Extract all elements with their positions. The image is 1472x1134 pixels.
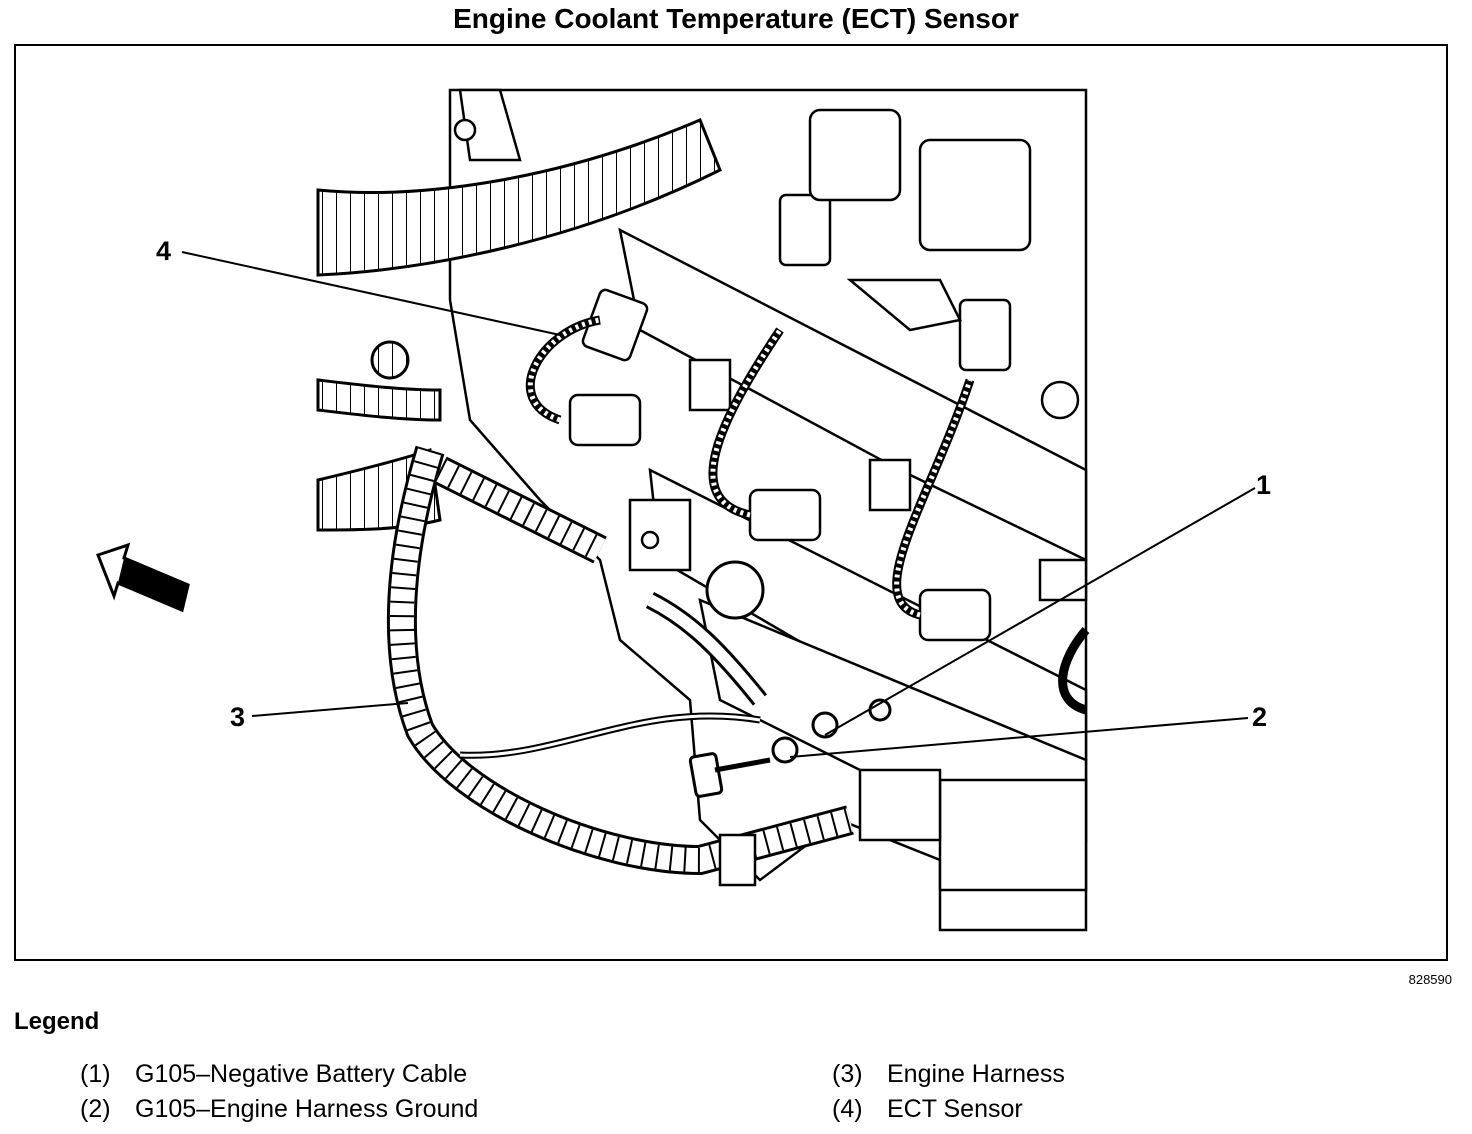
legend-item-number: (4) <box>832 1095 863 1123</box>
callout-3: 3 <box>230 702 246 732</box>
callout-4: 4 <box>156 236 172 266</box>
legend-item-text: Engine Harness <box>887 1060 1065 1088</box>
legend-item-3: (3) Engine Harness <box>832 1060 1065 1089</box>
legend-heading: Legend <box>14 1008 100 1035</box>
legend-item-4: (4) ECT Sensor <box>832 1095 1023 1124</box>
callout-2: 2 <box>1252 702 1268 732</box>
engine-harness <box>386 445 854 887</box>
legend-item-text: ECT Sensor <box>887 1095 1023 1123</box>
callout-1: 1 <box>1256 470 1272 500</box>
legend-item-2: (2) G105–Engine Harness Ground <box>80 1095 478 1124</box>
illustration-frame <box>14 44 1448 961</box>
diagram-title: Engine Coolant Temperature (ECT) Sensor <box>453 3 1019 34</box>
legend-item-number: (3) <box>832 1060 863 1088</box>
legend-item-text: G105–Engine Harness Ground <box>135 1095 479 1123</box>
front-direction-arrow-icon <box>96 542 190 613</box>
figure-id: 828590 <box>1408 972 1452 987</box>
ground-cable <box>459 560 892 798</box>
legend-item-1: (1) G105–Negative Battery Cable <box>80 1060 467 1089</box>
legend-item-text: G105–Negative Battery Cable <box>135 1060 468 1088</box>
legend-item-number: (2) <box>80 1095 111 1123</box>
legend-item-number: (1) <box>80 1060 111 1088</box>
callout-leaders <box>181 251 1256 758</box>
injector-connectors <box>568 108 1080 642</box>
